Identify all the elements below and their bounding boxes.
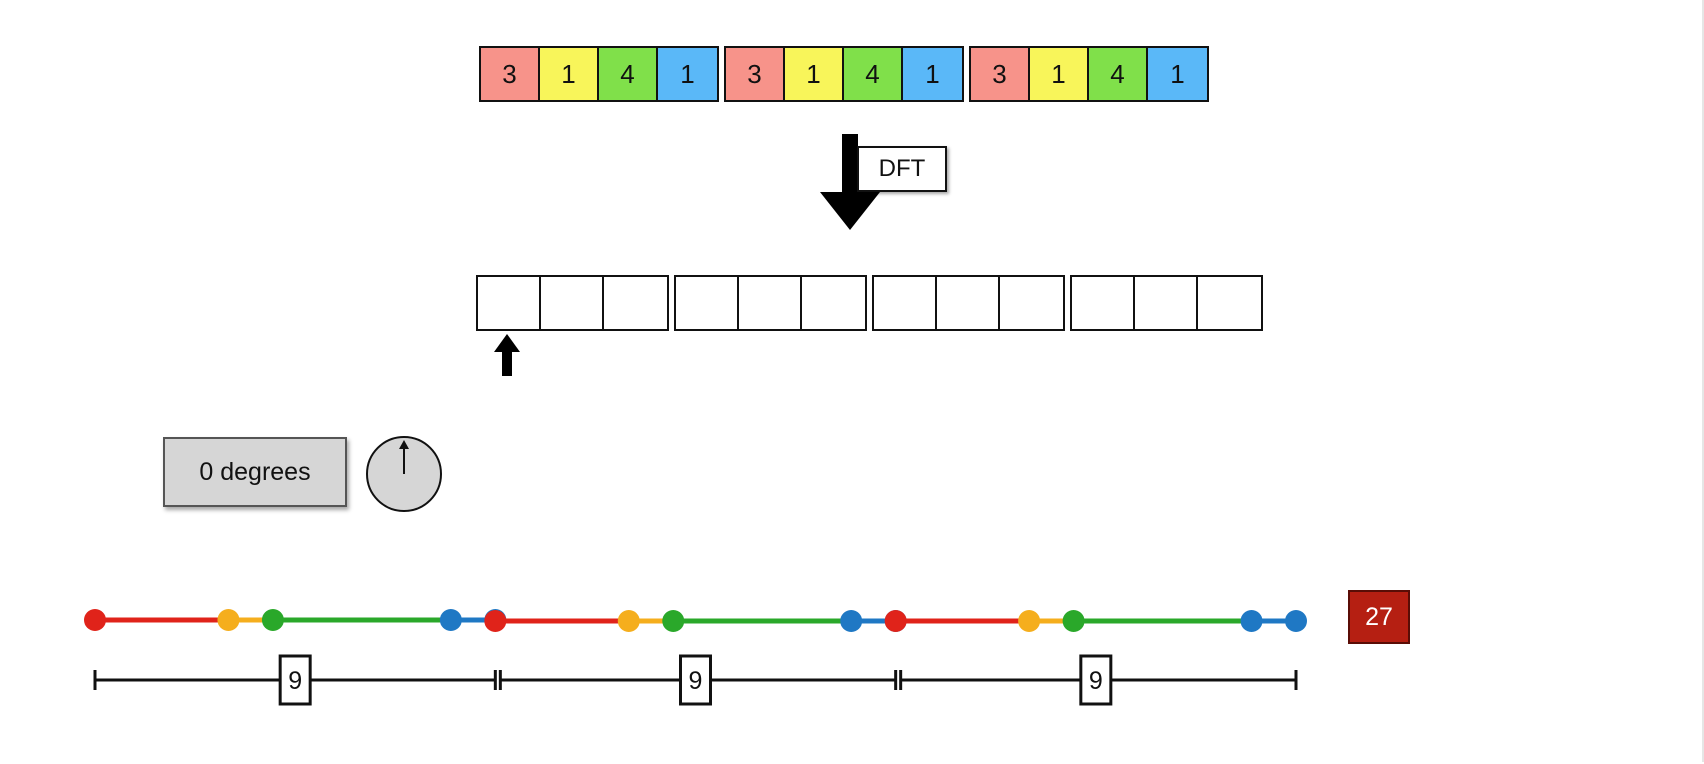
- input-cell: 1: [658, 48, 717, 100]
- strip-point: [662, 610, 685, 632]
- repeat-total-box: [278, 654, 312, 706]
- strip-point: [439, 609, 462, 631]
- input-cell: 3: [726, 48, 785, 100]
- dial-icon: [366, 436, 442, 512]
- output-array: [476, 275, 1263, 331]
- strip-point: [840, 610, 863, 632]
- output-cell: [541, 277, 604, 329]
- strip-point: [617, 610, 640, 632]
- input-cell: 1: [785, 48, 844, 100]
- input-cell: 1: [540, 48, 599, 100]
- strip-point: [1062, 610, 1085, 632]
- output-group: [872, 275, 1065, 331]
- strip-point: [1285, 610, 1307, 632]
- input-cell: 3: [971, 48, 1030, 100]
- repeat-total-box: [1079, 654, 1113, 706]
- output-cell: [604, 277, 667, 329]
- output-group: [1070, 275, 1263, 331]
- strip-point: [217, 609, 240, 631]
- grand-total-badge: 27: [1348, 590, 1410, 644]
- output-cell: [478, 277, 541, 329]
- output-cell: [1198, 277, 1261, 329]
- strip-point: [261, 609, 284, 631]
- repeat-total-label: 9: [288, 667, 302, 695]
- output-cell: [874, 277, 937, 329]
- input-cell: 1: [903, 48, 962, 100]
- repeat-total-box: [679, 654, 712, 706]
- repeat-total-label: 9: [689, 667, 703, 695]
- strip-point: [1018, 610, 1041, 632]
- output-cell: [739, 277, 802, 329]
- input-cell: 3: [481, 48, 540, 100]
- input-cell: 4: [1089, 48, 1148, 100]
- output-cell: [802, 277, 865, 329]
- output-group: [674, 275, 867, 331]
- output-cell: [937, 277, 1000, 329]
- dft-label: DFT: [857, 146, 947, 192]
- input-cell: 1: [1148, 48, 1207, 100]
- output-cell: [676, 277, 739, 329]
- input-cell: 4: [599, 48, 658, 100]
- repeat-total-label: 9: [1089, 667, 1103, 695]
- output-group: [476, 275, 669, 331]
- up-arrow-icon: [494, 334, 520, 376]
- input-cell: 1: [1030, 48, 1089, 100]
- output-cell: [1072, 277, 1135, 329]
- strip-point: [484, 610, 507, 632]
- sum-strip: 9 9 9: [84, 609, 1307, 706]
- input-cell: 4: [844, 48, 903, 100]
- angle-label: 0 degrees: [163, 437, 347, 507]
- strip-point: [84, 609, 106, 631]
- strip-point: [1240, 610, 1263, 632]
- output-cell: [1000, 277, 1063, 329]
- output-cell: [1135, 277, 1198, 329]
- down-arrow-icon: [820, 134, 880, 230]
- strip-point: [884, 610, 907, 632]
